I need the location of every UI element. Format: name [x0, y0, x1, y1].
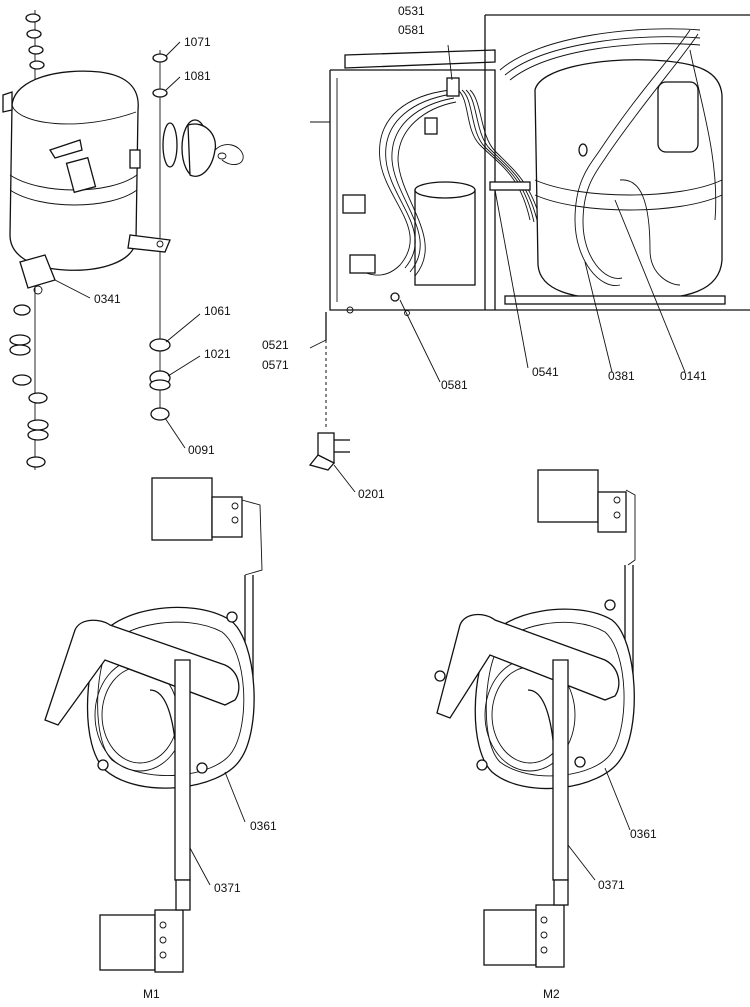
callout-0341: 0341 [94, 292, 121, 306]
refrigerant-tubing [499, 28, 717, 286]
compressor-installed [504, 59, 726, 305]
terminal-cover-parts [162, 119, 244, 177]
capacitor [414, 117, 476, 286]
callout-0521: 0521 [262, 338, 289, 352]
callout-0571: 0571 [262, 358, 289, 372]
washer-stack-top-left [25, 13, 45, 70]
washer-stack-bottom-left [9, 304, 49, 468]
view-label-m2: M2 [543, 987, 560, 1001]
callout-0201: 0201 [358, 487, 385, 501]
callout-0141: 0141 [680, 369, 707, 383]
compressor-exploded-view [2, 10, 244, 470]
callout-0361-m1: 0361 [250, 819, 277, 833]
callout-0371-m2: 0371 [598, 878, 625, 892]
callout-1021: 1021 [204, 347, 231, 361]
callout-0091: 0091 [188, 443, 215, 457]
compressor-body [2, 70, 171, 295]
washer-stack-right [149, 53, 171, 421]
callout-0361-m2: 0361 [630, 827, 657, 841]
detail-m2 [434, 469, 636, 968]
wire-harness [342, 77, 543, 277]
detail-m1 [44, 477, 263, 973]
callout-1081: 1081 [184, 69, 211, 83]
callout-1061: 1061 [204, 304, 231, 318]
callout-0531: 0531 [398, 4, 425, 18]
power-cord [308, 312, 350, 471]
callout-0371-m1: 0371 [214, 881, 241, 895]
view-label-m1: M1 [143, 987, 160, 1001]
unit-assembly-view [308, 14, 750, 493]
callout-1071: 1071 [184, 35, 211, 49]
callout-0581-top: 0581 [398, 23, 425, 37]
callout-0381: 0381 [608, 369, 635, 383]
callout-0581-mid: 0581 [441, 378, 468, 392]
callout-0541: 0541 [532, 365, 559, 379]
